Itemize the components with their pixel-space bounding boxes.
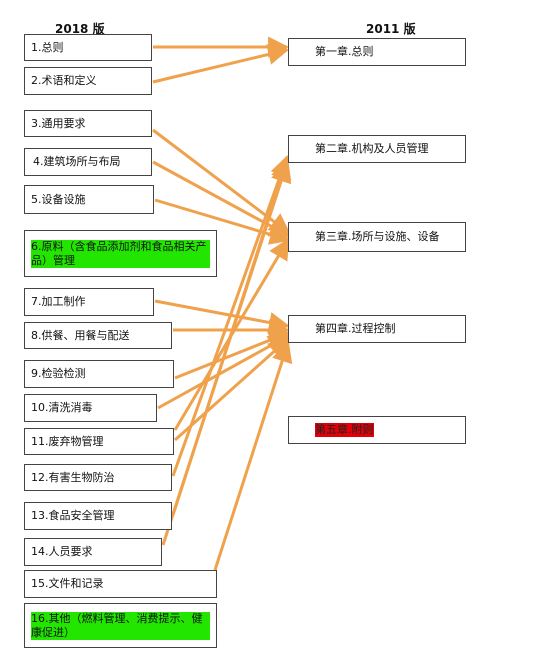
- right-label-1: 第一章.总则: [315, 45, 374, 58]
- right-label-5: 第五章.附则: [315, 423, 374, 437]
- left-label-6: 6.原料（含食品添加剂和食品相关产品）管理: [31, 239, 210, 268]
- left-box-4: 4.建筑场所与布局: [24, 148, 152, 176]
- left-label-14: 14.人员要求: [31, 545, 93, 558]
- left-box-5: 5.设备设施: [24, 185, 154, 214]
- left-box-16: 16.其他（燃料管理、消费提示、健康促进）: [24, 603, 217, 648]
- left-box-3: 3.通用要求: [24, 110, 152, 137]
- right-box-2: 第二章.机构及人员管理: [288, 135, 466, 163]
- left-label-3: 3.通用要求: [31, 116, 86, 130]
- arrow-5-to-ch3: [154, 198, 292, 245]
- arrow-14-to-ch2: [161, 161, 292, 546]
- left-box-2: 2.术语和定义: [24, 67, 152, 95]
- left-box-12: 12.有害生物防治: [24, 464, 172, 491]
- left-label-2: 2.术语和定义: [31, 74, 97, 87]
- right-label-2: 第二章.机构及人员管理: [315, 142, 429, 155]
- left-box-11: 11.废弃物管理: [24, 428, 174, 455]
- right-label-4: 第四章.过程控制: [315, 322, 396, 335]
- header-2018: 2018 版: [55, 22, 105, 36]
- arrow-2-to-ch1: [152, 44, 290, 84]
- left-label-16: 16.其他（燃料管理、消费提示、健康促进）: [31, 611, 210, 640]
- left-box-14: 14.人员要求: [24, 538, 162, 566]
- left-box-15: 15.文件和记录: [24, 570, 217, 598]
- left-box-13: 13.食品安全管理: [24, 502, 172, 530]
- arrow-10-to-ch4: [157, 334, 290, 410]
- left-label-5: 5.设备设施: [31, 192, 86, 206]
- left-label-10: 10.清洗消毒: [31, 401, 93, 414]
- right-label-3: 第三章.场所与设施、设备: [315, 230, 440, 243]
- left-label-12: 12.有害生物防治: [31, 470, 115, 484]
- left-label-4: 4.建筑场所与布局: [33, 155, 121, 168]
- arrow-7-to-ch4: [154, 299, 291, 333]
- right-box-3: 第三章.场所与设施、设备: [288, 222, 466, 252]
- right-box-1: 第一章.总则: [288, 38, 466, 66]
- left-label-11: 11.废弃物管理: [31, 434, 104, 448]
- arrow-11-to-ch4: [174, 337, 290, 442]
- left-box-6: 6.原料（含食品添加剂和食品相关产品）管理: [24, 230, 217, 277]
- left-box-7: 7.加工制作: [24, 288, 154, 316]
- left-label-8: 8.供餐、用餐与配送: [31, 328, 130, 342]
- right-box-5: 第五章.附则: [288, 416, 466, 444]
- left-label-15: 15.文件和记录: [31, 577, 104, 590]
- header-2011: 2011 版: [366, 22, 416, 36]
- right-box-4: 第四章.过程控制: [288, 315, 466, 343]
- left-label-7: 7.加工制作: [31, 295, 86, 308]
- arrow-15-to-ch4: [213, 341, 293, 571]
- left-box-1: 1.总则: [24, 34, 152, 61]
- left-label-9: 9.检验检测: [31, 367, 86, 380]
- left-label-13: 13.食品安全管理: [31, 509, 115, 522]
- left-box-10: 10.清洗消毒: [24, 394, 157, 422]
- arrow-12-to-ch2: [171, 155, 291, 477]
- left-box-8: 8.供餐、用餐与配送: [24, 322, 172, 349]
- left-label-1: 1.总则: [31, 40, 64, 54]
- left-box-9: 9.检验检测: [24, 360, 174, 388]
- arrow-4-to-ch3: [152, 160, 291, 238]
